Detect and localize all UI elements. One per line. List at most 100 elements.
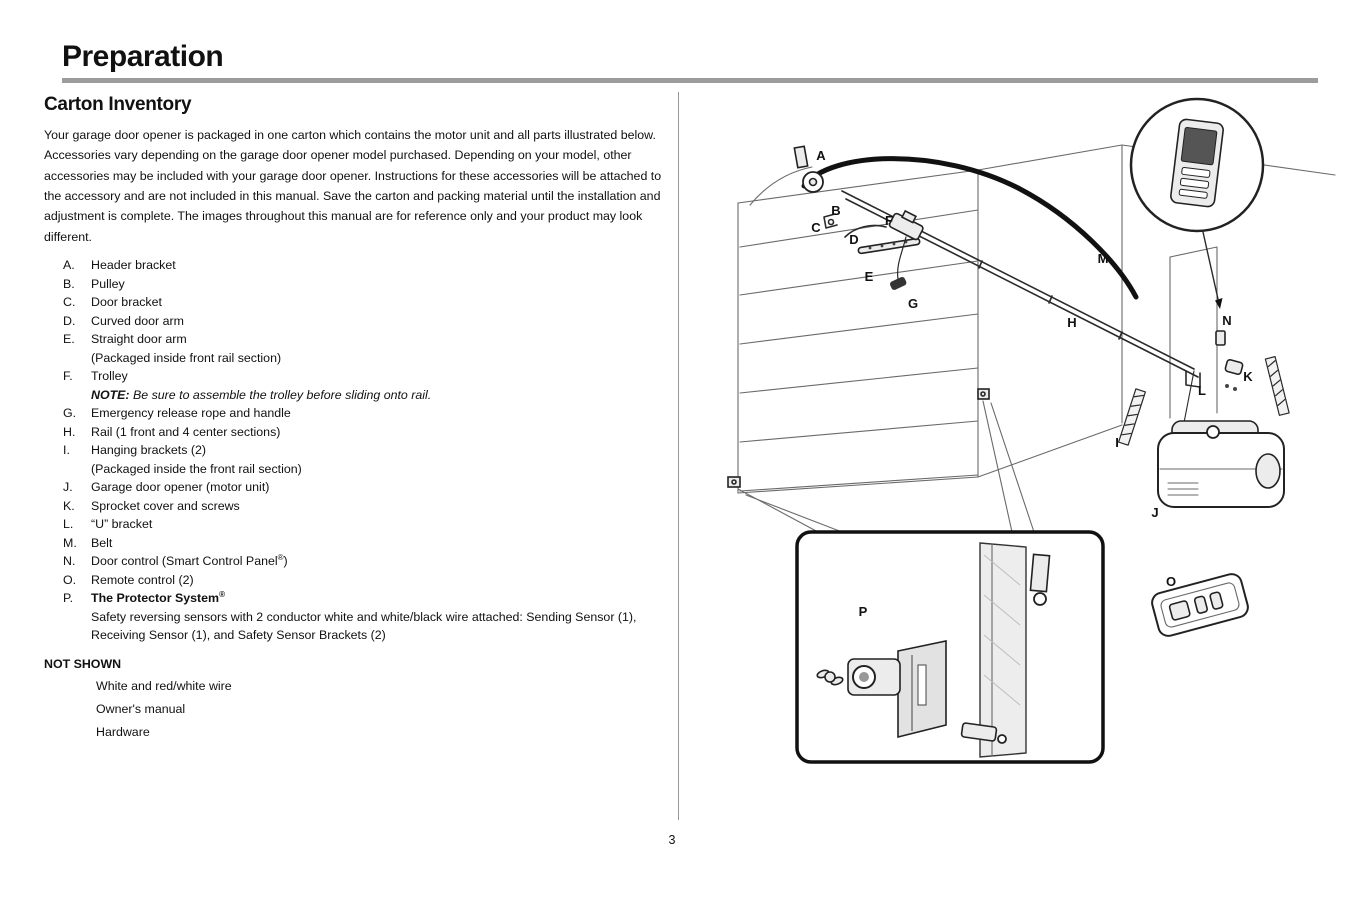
item-body: Header bracket bbox=[91, 256, 668, 275]
sprocket-cover bbox=[1224, 359, 1244, 391]
diagram-label-h: H bbox=[1067, 315, 1076, 330]
item-body: Emergency release rope and handle bbox=[91, 404, 668, 423]
sensor-right bbox=[977, 388, 990, 400]
item-letter: J. bbox=[63, 480, 73, 495]
item-body: Straight door arm (Packaged inside front … bbox=[91, 330, 668, 367]
item-letter: N. bbox=[63, 554, 76, 569]
garage-structure bbox=[737, 144, 1336, 494]
diagram-label-p: P bbox=[859, 604, 868, 619]
item-label: Belt bbox=[91, 535, 113, 550]
inventory-item: K.Sprocket cover and screws bbox=[44, 497, 668, 516]
sensor-left bbox=[727, 476, 741, 488]
carton-diagram: A B C D E F G H I J K L M N O P bbox=[727, 97, 1336, 764]
hanging-bracket-2 bbox=[1264, 356, 1290, 416]
inset-leader-lines bbox=[737, 400, 1035, 533]
inventory-item: O. Remote control (2) bbox=[44, 571, 668, 590]
trolley bbox=[888, 209, 924, 241]
item-body: Door bracket bbox=[91, 293, 668, 312]
diagram-label-d: D bbox=[849, 232, 858, 247]
diagram-label-a: A bbox=[816, 148, 826, 163]
protector-inset bbox=[795, 530, 1105, 764]
inventory-item: N. Door control (Smart Control Panel®) bbox=[44, 552, 668, 571]
item-label: Door bracket bbox=[91, 295, 162, 310]
item-note: (Packaged inside front rail section) bbox=[91, 350, 282, 365]
not-shown-item: Hardware bbox=[96, 724, 150, 739]
inventory-item: P. The Protector System® Safety reversing … bbox=[44, 589, 668, 645]
item-note: (Packaged inside the front rail section) bbox=[91, 461, 302, 476]
emergency-release bbox=[890, 236, 907, 290]
inventory-item: H. Rail (1 front and 4 center sections) bbox=[44, 423, 668, 442]
inventory-item: J. Garage door opener (motor unit) bbox=[44, 478, 668, 497]
header-bracket bbox=[793, 145, 809, 169]
diagram-label-m: M bbox=[1098, 251, 1109, 266]
item-label: The Protector System® bbox=[91, 589, 225, 606]
item-letter: B. bbox=[63, 276, 75, 291]
item-letter: I. bbox=[63, 443, 70, 458]
item-body: Door control (Smart Control Panel®) bbox=[91, 552, 668, 571]
diagram-label-l: L bbox=[1198, 383, 1206, 398]
page-title: Preparation bbox=[62, 40, 224, 73]
item-letter: F. bbox=[63, 369, 73, 384]
diagram-label-e: E bbox=[865, 269, 874, 284]
item-label: Straight door arm bbox=[91, 332, 187, 347]
item-body: Garage door opener (motor unit) bbox=[91, 478, 668, 497]
item-body: Belt bbox=[91, 534, 668, 553]
item-letter: A. bbox=[63, 258, 75, 273]
item-note: NOTE: Be sure to assemble the trolley be… bbox=[91, 387, 432, 402]
item-letter: E. bbox=[63, 332, 75, 347]
item-letter: M. bbox=[63, 535, 77, 550]
item-note: Safety reversing sensors with 2 conducto… bbox=[91, 609, 637, 643]
inventory-item: G.Emergency release rope and handle bbox=[44, 404, 668, 423]
item-label: Header bracket bbox=[91, 258, 176, 273]
item-letter: L. bbox=[63, 517, 74, 532]
inventory-item: C.Door bracket bbox=[44, 293, 668, 312]
item-label: Trolley bbox=[91, 369, 128, 384]
item-letter: O. bbox=[63, 572, 77, 587]
item-letter: P. bbox=[63, 591, 74, 606]
item-body: “U” bracket bbox=[91, 515, 668, 534]
section-title: Carton Inventory bbox=[44, 94, 192, 115]
inventory-item: L. “U” bracket bbox=[44, 515, 668, 534]
inventory-item: A. Header bracket bbox=[44, 256, 668, 275]
item-letter: H. bbox=[63, 424, 76, 439]
item-label: Remote control (2) bbox=[91, 572, 194, 587]
text-column: Carton Inventory Your garage door opener… bbox=[44, 94, 668, 740]
remote-control bbox=[1151, 573, 1249, 637]
item-label: Rail (1 front and 4 center sections) bbox=[91, 424, 281, 439]
page-number: 3 bbox=[668, 833, 676, 847]
item-label: Door control (Smart Control Panel®) bbox=[91, 552, 288, 569]
diagram-label-g: G bbox=[908, 296, 918, 311]
item-body: The Protector System® Safety reversing se… bbox=[91, 589, 668, 645]
item-body: Pulley bbox=[91, 275, 668, 294]
motor-unit bbox=[1157, 420, 1285, 508]
item-body: Curved door arm bbox=[91, 312, 668, 331]
not-shown-heading: NOT SHOWN bbox=[44, 656, 122, 671]
curved-door-arm bbox=[844, 224, 887, 238]
inventory-item: M. Belt bbox=[44, 534, 668, 553]
item-label: Pulley bbox=[91, 276, 125, 291]
diagram-label-b: B bbox=[831, 203, 840, 218]
diagram-label-o: O bbox=[1166, 574, 1176, 589]
diagram-label-f: F bbox=[885, 213, 893, 228]
note-prefix: NOTE: bbox=[91, 387, 130, 402]
belt bbox=[801, 156, 1139, 300]
not-shown-item: White and red/white wire bbox=[96, 678, 232, 693]
item-letter: D. bbox=[63, 313, 76, 328]
inventory-item: D. Curved door arm bbox=[44, 312, 668, 331]
item-letter: K. bbox=[63, 498, 75, 513]
item-label: Hanging brackets (2) bbox=[91, 443, 207, 458]
door-control-inset bbox=[1129, 97, 1265, 346]
item-label: Emergency release rope and handle bbox=[91, 406, 291, 421]
pulley bbox=[802, 171, 824, 193]
intro-paragraph: Your garage door opener is packaged in o… bbox=[44, 128, 662, 244]
item-label: Curved door arm bbox=[91, 313, 184, 328]
item-label: Garage door opener (motor unit) bbox=[91, 480, 270, 495]
door-bracket bbox=[823, 213, 838, 229]
diagram-area: A B C D E F G H I J K L M N O P bbox=[680, 85, 1350, 830]
